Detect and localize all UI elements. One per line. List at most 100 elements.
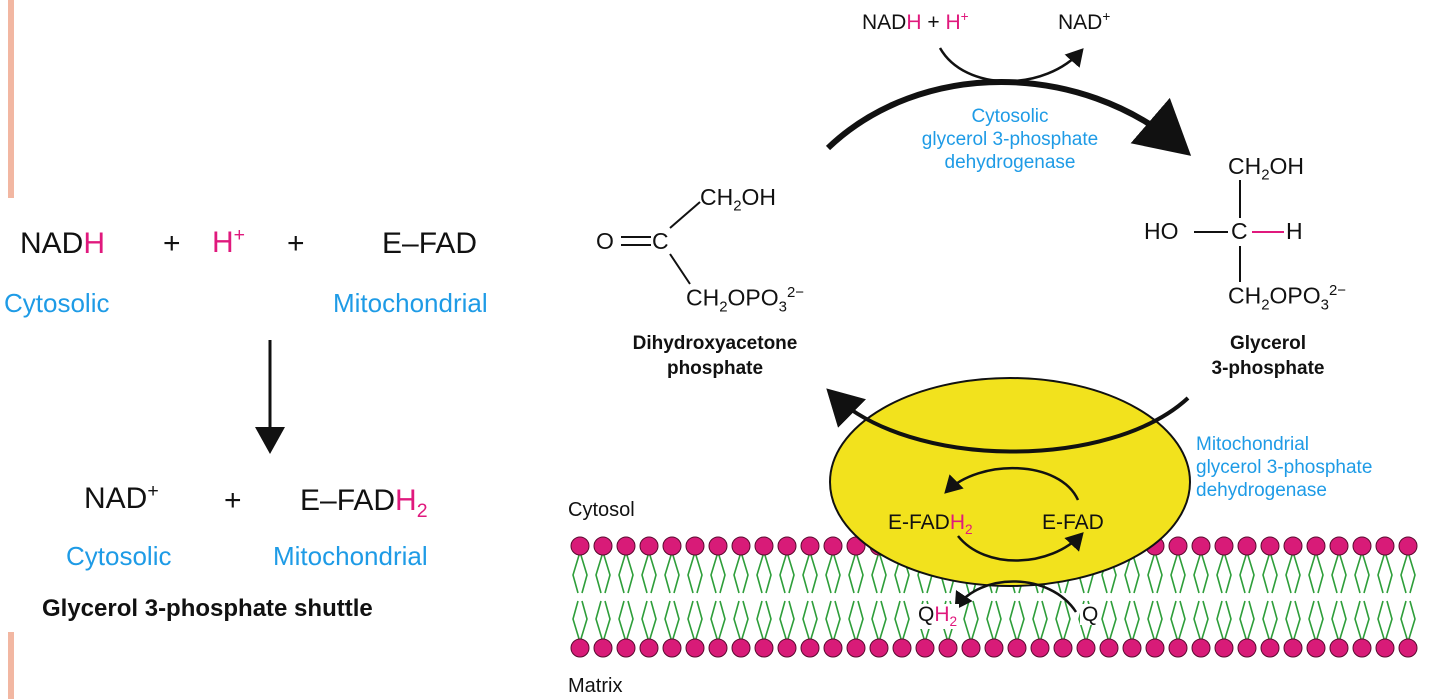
lipid-tail <box>878 600 887 643</box>
lipid-tail <box>871 600 880 643</box>
lipid-tail <box>740 600 749 643</box>
lipid-tail <box>1361 551 1370 594</box>
lipid-tail <box>825 551 834 594</box>
lipid-head <box>1352 536 1372 556</box>
lipid-tail <box>848 600 857 643</box>
left-product-plus: + <box>224 484 242 517</box>
efad-to-efadh2-arrow <box>957 532 1084 562</box>
lipid-tail <box>710 551 719 594</box>
lipid-tail <box>1269 551 1278 594</box>
lipid-head <box>1214 536 1234 556</box>
left-label-cytosolic-bottom: Cytosolic <box>66 541 172 571</box>
lipid-head <box>1053 638 1073 658</box>
lipid-tail <box>1400 600 1409 643</box>
lipid-tail <box>825 600 834 643</box>
dhap-carbon: C <box>652 228 669 254</box>
lipid-head <box>754 638 774 658</box>
lipid-tail <box>1200 600 1209 643</box>
lipid-head <box>1260 536 1280 556</box>
lipid-tail <box>1400 551 1409 594</box>
lipid-head <box>1191 638 1211 658</box>
lipid-tail <box>1246 600 1255 643</box>
lipid-tails <box>572 551 1416 643</box>
left-product-efadh2: E–FADH2 <box>300 486 428 522</box>
left-plus-2: + <box>287 227 305 260</box>
top-plus: + <box>927 11 940 34</box>
lipid-head <box>1099 638 1119 658</box>
lipid-tail <box>1315 551 1324 594</box>
lipid-tail <box>1170 551 1179 594</box>
left-product-nad: NAD+ <box>84 481 159 515</box>
cyto-enzyme-line2: glycerol 3-phosphate <box>921 128 1099 150</box>
lipid-head <box>570 638 590 658</box>
lipid-tail <box>641 600 650 643</box>
lipid-tail <box>1269 600 1278 643</box>
lipid-tail <box>1131 600 1140 643</box>
lipid-tail <box>625 600 634 643</box>
lipid-head <box>1168 536 1188 556</box>
g3p-top-ch: CH <box>1228 153 1262 179</box>
lipid-head <box>1283 638 1303 658</box>
product-nad-text: NAD <box>84 482 148 515</box>
lipid-tail <box>809 551 818 594</box>
g3p-carbon: C <box>1231 218 1248 244</box>
lipid-tail <box>779 551 788 594</box>
dhap-bottom-sub2: 3 <box>778 298 787 316</box>
qh2-h: H <box>934 603 950 626</box>
lipid-head <box>1306 536 1326 556</box>
lipid-tail <box>1039 600 1048 643</box>
g3p-bonds <box>1194 180 1284 282</box>
efadh2-label: E-FADH2 <box>888 512 973 537</box>
lipid-head <box>1030 638 1050 658</box>
product-h2-sub: 2 <box>416 500 428 522</box>
lipid-head <box>869 638 889 658</box>
lipid-head <box>639 536 659 556</box>
g3p-top-sub: 2 <box>1261 166 1270 184</box>
lipid-tail <box>694 551 703 594</box>
lipid-tail <box>1216 551 1225 594</box>
lipid-head <box>616 638 636 658</box>
nadh-h-text: H <box>83 227 106 260</box>
lipid-tail <box>664 551 673 594</box>
lipid-head <box>1398 536 1418 556</box>
lipid-tail <box>1101 600 1110 643</box>
lipid-tail <box>1285 551 1294 594</box>
g3p-top-oh: OH <box>1269 153 1305 179</box>
lipid-tail <box>832 600 841 643</box>
lipid-tail <box>710 600 719 643</box>
lipid-tail <box>1377 551 1386 594</box>
lipid-tail <box>1193 600 1202 643</box>
left-reactant-proton: H+ <box>212 225 245 258</box>
lipid-tail <box>618 600 627 643</box>
qh2-label: QH2 <box>916 603 960 630</box>
lipid-head <box>616 536 636 556</box>
lipid-head <box>846 638 866 658</box>
efadh2-sub: 2 <box>965 522 973 538</box>
top-nadh-h-text: H <box>906 11 922 34</box>
lipid-head <box>685 638 705 658</box>
g3p-top-group: CH2OH <box>1228 155 1304 184</box>
left-label-mitochondrial-bottom: Mitochondrial <box>273 541 428 571</box>
left-edge-bar-bottom <box>8 632 14 699</box>
lipid-tail <box>595 600 604 643</box>
lipid-tail <box>802 551 811 594</box>
lipid-head <box>593 638 613 658</box>
lipid-tail <box>1147 600 1156 643</box>
qh2-sub: 2 <box>949 614 958 630</box>
lipid-tail <box>848 551 857 594</box>
lipid-heads-bottom <box>570 638 1418 658</box>
lipid-head <box>1260 638 1280 658</box>
lipid-head <box>800 536 820 556</box>
lipid-tail <box>1147 551 1156 594</box>
top-nad-product: NAD <box>1058 11 1103 34</box>
g3p-bottom-group: CH2OPO32− <box>1228 282 1346 313</box>
lipid-head <box>708 638 728 658</box>
cyto-enzyme-line3: dehydrogenase <box>944 151 1076 173</box>
lipid-tail <box>763 600 772 643</box>
lipid-head <box>570 536 590 556</box>
g3p-bottom-opo: OPO <box>1269 282 1321 309</box>
lipid-head <box>823 638 843 658</box>
shuttle-title: Glycerol 3-phosphate shuttle <box>42 595 373 622</box>
lipid-tail <box>1262 600 1271 643</box>
